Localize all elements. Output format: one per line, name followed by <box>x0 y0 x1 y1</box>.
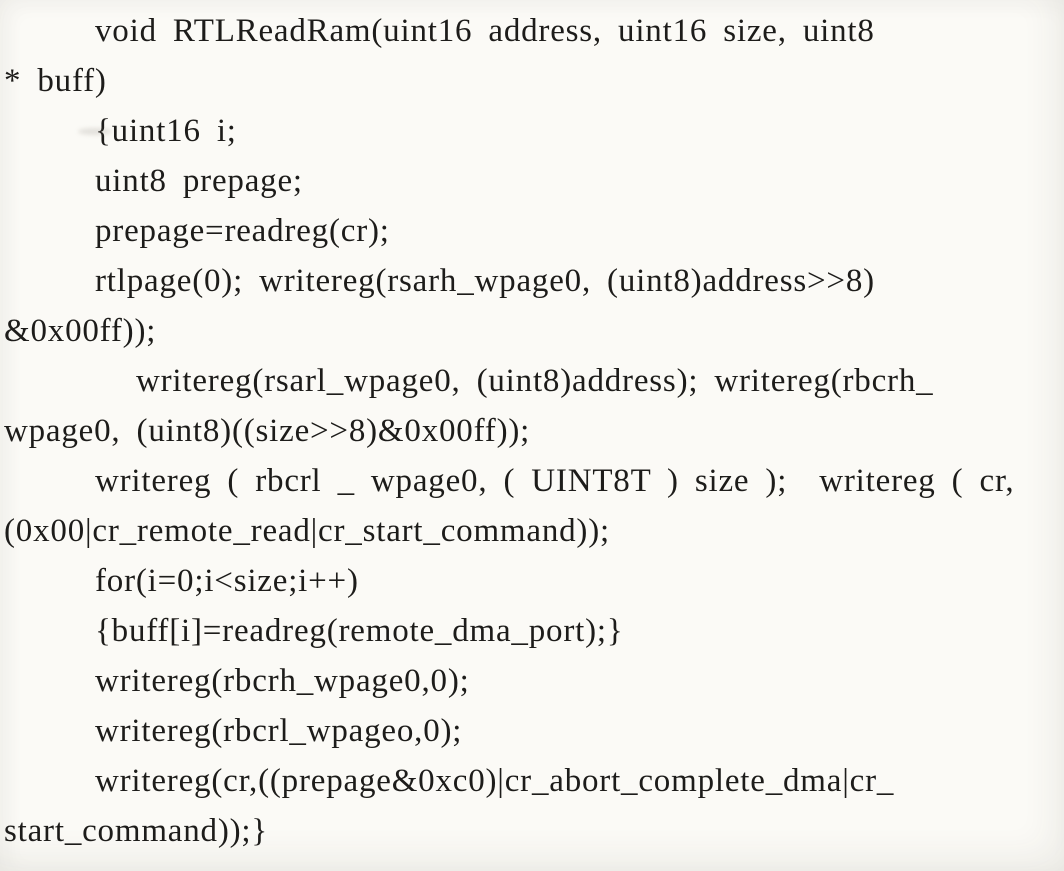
code-line-function-signature: void RTLReadRam(uint16 address, uint16 s… <box>95 13 875 49</box>
code-line-for-loop: for(i=0;i<size;i++) <box>95 563 359 599</box>
code-line-wpage0-continuation: wpage0, (uint8)((size>>8)&0x00ff)); <box>4 413 531 449</box>
code-line-rtlpage-writereg: rtlpage(0); writereg(rsarh_wpage0, (uint… <box>95 263 875 299</box>
code-line-declaration-prepage: uint8 prepage; <box>95 163 303 199</box>
scan-smudge-artifact <box>78 128 112 135</box>
code-line-prepage-readreg: prepage=readreg(cr); <box>95 213 390 249</box>
code-line-writereg-rbcrl: writereg ( rbcrl _ wpage0, ( UINT8T ) si… <box>95 463 1015 499</box>
code-line-writereg-rbcrl-zero: writereg(rbcrl_wpageo,0); <box>95 713 463 749</box>
code-line-cr-remote-read: (0x00|cr_remote_read|cr_start_command)); <box>4 513 610 549</box>
code-line-writereg-rbcrh-zero: writereg(rbcrh_wpage0,0); <box>95 663 470 699</box>
code-line-start-command-end: start_command));} <box>4 813 269 849</box>
code-line-signature-continuation: * buff) <box>4 63 107 99</box>
code-line-writereg-cr-abort: writereg(cr,((prepage&0xc0)|cr_abort_com… <box>95 763 895 799</box>
code-line-mask-continuation: &0x00ff)); <box>4 313 157 349</box>
code-line-buff-readreg: {buff[i]=readreg(remote_dma_port);} <box>95 613 624 649</box>
code-line-declaration-i: {uint16 i; <box>95 113 237 149</box>
code-line-writereg-rsarl: writereg(rsarl_wpage0, (uint8)address); … <box>136 363 934 399</box>
